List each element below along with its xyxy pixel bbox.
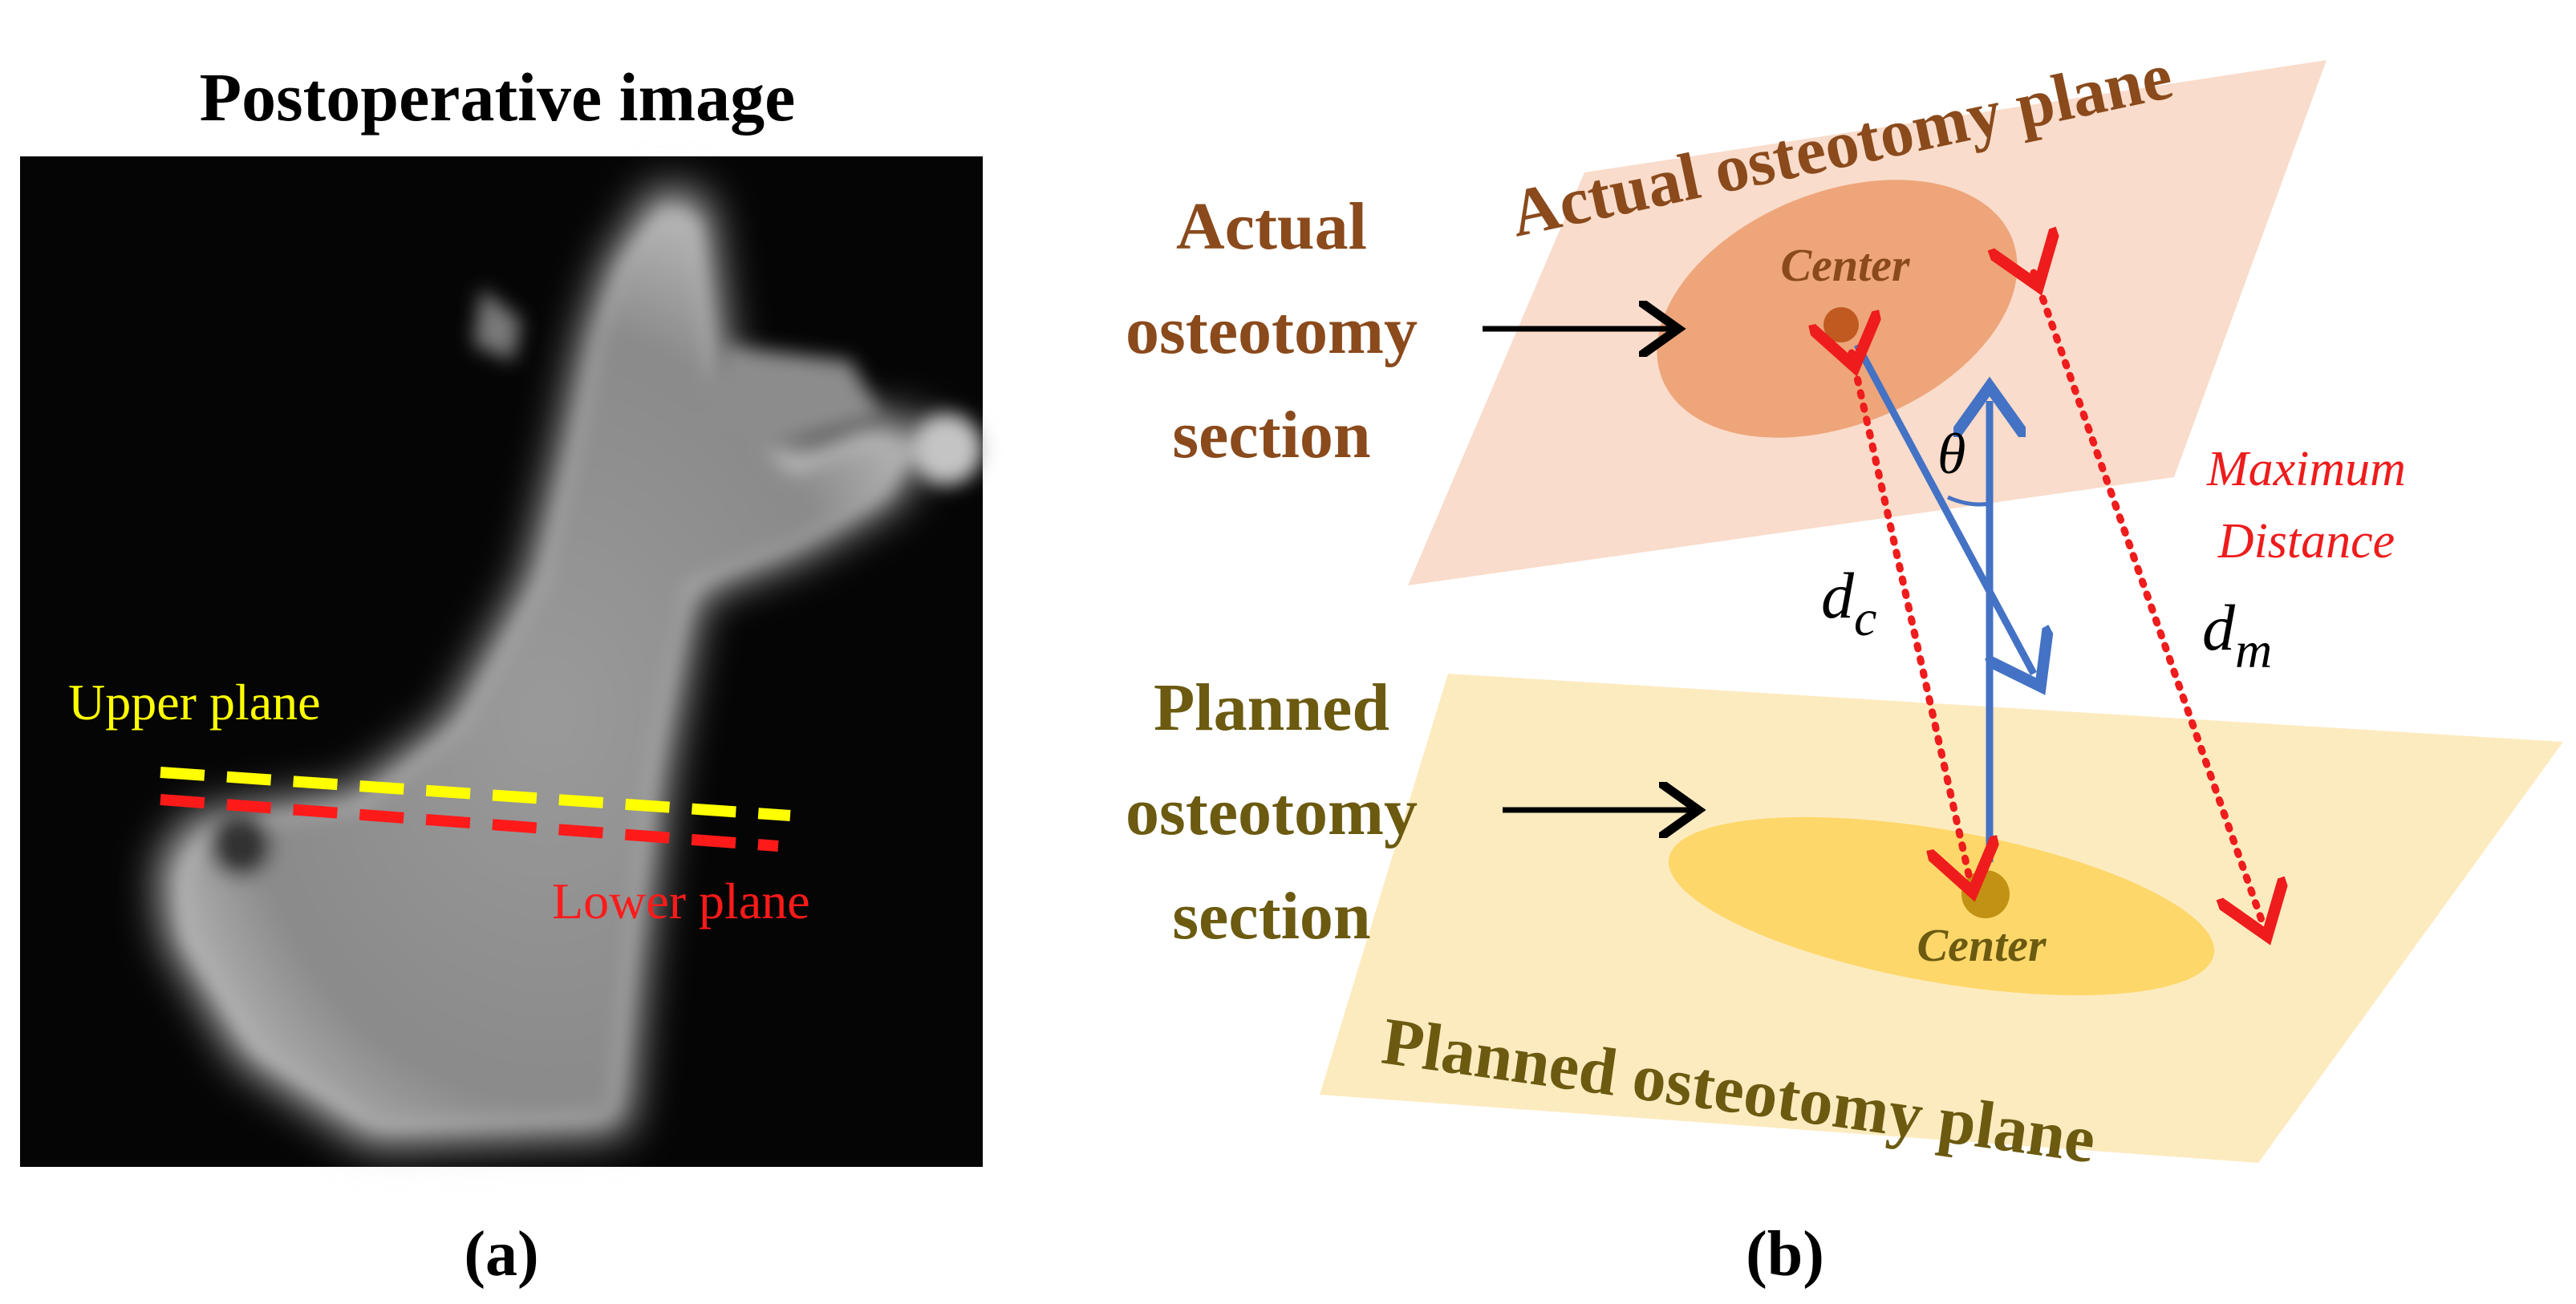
panel-a-caption: (a) — [464, 1219, 538, 1290]
panel-a-title: Postoperative image — [200, 59, 796, 136]
center-distance-arrow — [1852, 353, 1970, 878]
dm-label: dm — [2202, 591, 2272, 678]
svg-text:Actual: Actual — [1176, 189, 1367, 264]
svg-text:section: section — [1172, 879, 1370, 954]
svg-text:Distance: Distance — [2217, 514, 2395, 569]
theta-label: θ — [1937, 422, 1965, 486]
actual-center-label: Center — [1780, 239, 1910, 291]
lower-plane-line — [160, 794, 779, 852]
svg-text:Maximum: Maximum — [2206, 442, 2406, 496]
planned-section-label: Planned osteotomy section — [1126, 670, 1418, 954]
ct-image — [20, 156, 983, 1167]
svg-text:osteotomy: osteotomy — [1126, 294, 1418, 368]
planned-center-label: Center — [1917, 919, 2047, 971]
actual-section-label: Actual osteotomy section — [1126, 189, 1418, 472]
svg-text:section: section — [1172, 398, 1370, 472]
panel-b-caption: (b) — [1746, 1219, 1824, 1290]
svg-text:Planned: Planned — [1154, 670, 1389, 745]
bone-body — [181, 209, 983, 1127]
dc-label: dc — [1821, 559, 1876, 646]
max-distance-arrow — [2034, 273, 2262, 922]
actual-center-dot — [1823, 307, 1859, 342]
upper-plane-label: Upper plane — [68, 674, 321, 731]
lower-plane-label: Lower plane — [552, 873, 810, 929]
max-distance-label: Maximum Distance — [2206, 442, 2406, 569]
svg-text:osteotomy: osteotomy — [1126, 775, 1418, 849]
upper-plane-line — [160, 767, 791, 821]
